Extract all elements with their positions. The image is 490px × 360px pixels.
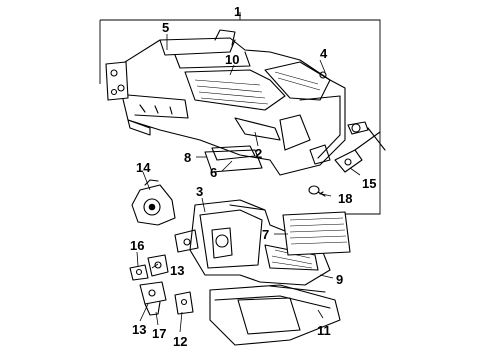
- callout-2: 2: [255, 146, 262, 161]
- callout-13a: 13: [170, 263, 184, 278]
- callout-3: 3: [196, 184, 203, 199]
- callout-10: 10: [225, 52, 239, 67]
- callout-6: 6: [210, 165, 217, 180]
- actuator-linkage: [334, 121, 386, 173]
- callout-8: 8: [184, 150, 191, 165]
- callout-1: 1: [234, 4, 241, 19]
- door-gasket: [204, 145, 263, 173]
- callout-9: 9: [336, 272, 343, 287]
- filter-element: [282, 211, 351, 256]
- screw-18: [308, 185, 326, 197]
- callout-12: 12: [173, 334, 187, 349]
- mounting-bracket-left: [105, 61, 129, 101]
- lower-housing: [209, 284, 341, 346]
- callout-11: 11: [317, 323, 331, 338]
- callout-7: 7: [262, 227, 269, 242]
- callout-4: 4: [320, 46, 328, 61]
- callout-labels: 1 2 3 4 5 6 7 8 9 10 11 12 13 13 14 15 1…: [130, 4, 376, 349]
- assembly-frame: [99, 12, 381, 215]
- callout-15: 15: [362, 176, 376, 191]
- connector-parts: [129, 254, 194, 316]
- callout-16: 16: [130, 238, 144, 253]
- callout-18: 18: [338, 191, 352, 206]
- callout-5: 5: [162, 20, 169, 35]
- upper-case-assembly: [121, 29, 346, 176]
- leader-lines: [136, 34, 361, 333]
- callout-13b: 13: [132, 322, 146, 337]
- servo-motor: [131, 179, 176, 226]
- callout-17: 17: [152, 326, 166, 341]
- callout-14: 14: [136, 160, 151, 175]
